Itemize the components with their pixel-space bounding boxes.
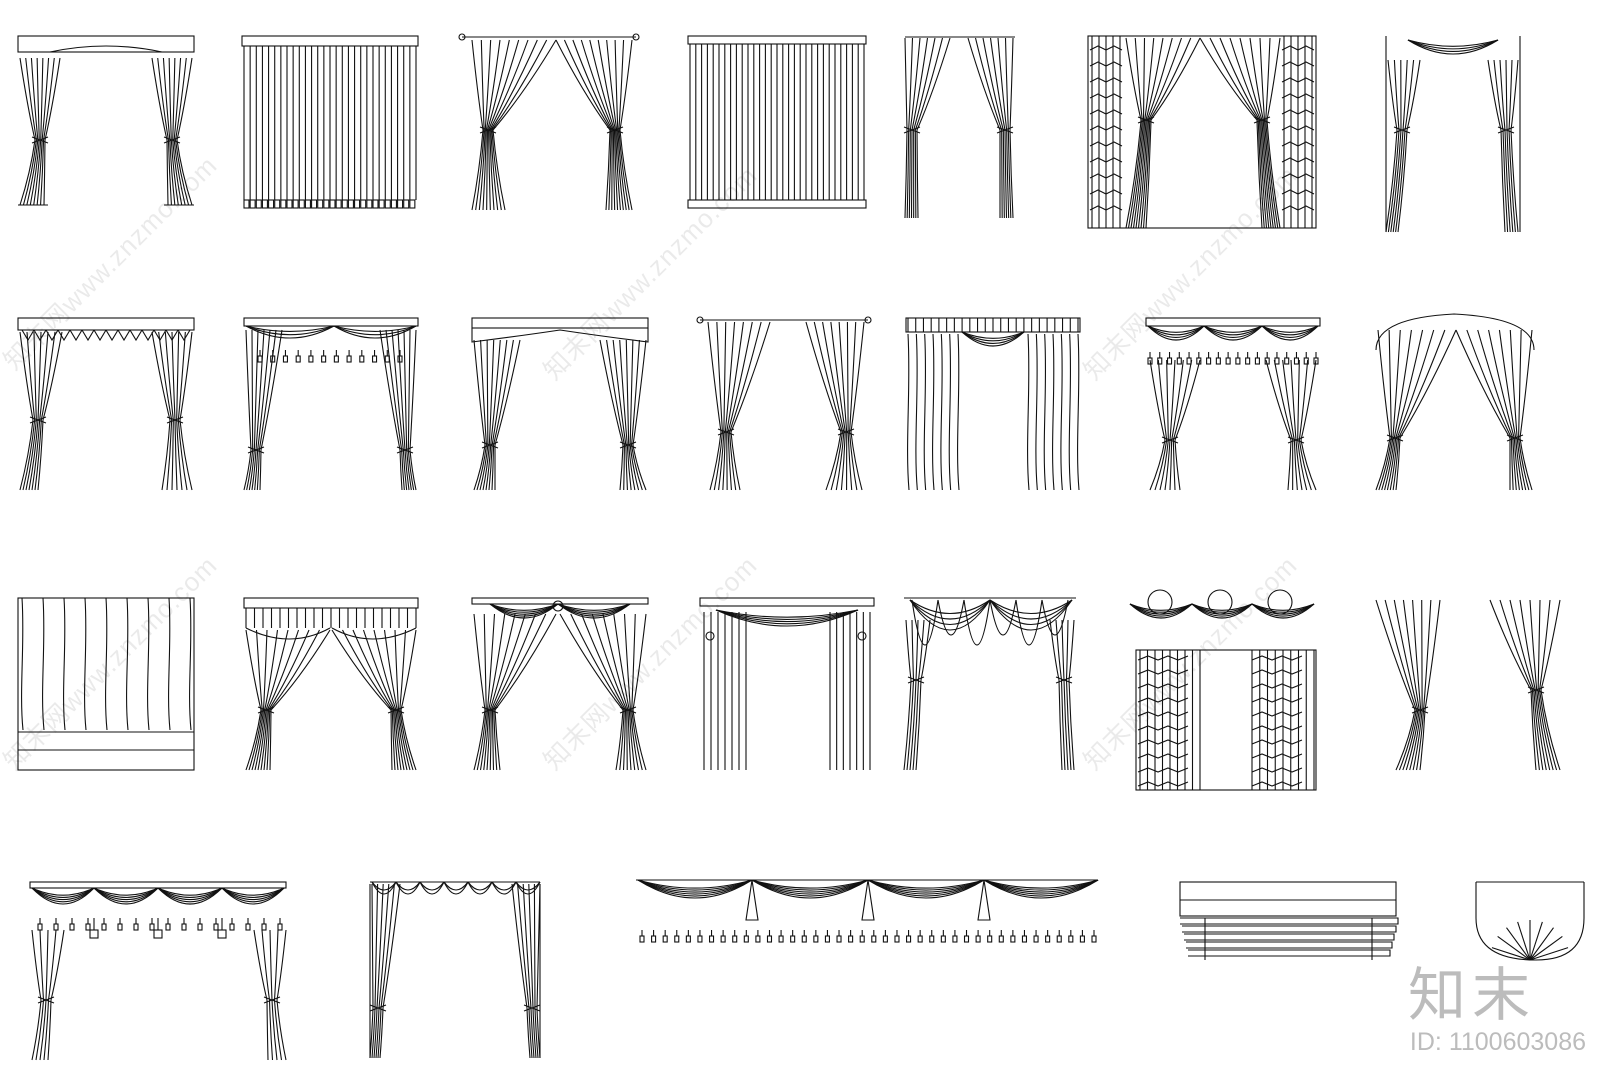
shaped-pelmet-curtain (471, 317, 649, 491)
folded-roman-shade (1179, 881, 1399, 960)
rod-tieback-curtain (458, 33, 640, 211)
vertical-blind (241, 35, 419, 209)
pole-tieback-curtain (696, 316, 872, 491)
fringe-swag-valance (636, 879, 1099, 943)
box-pleat-valance-curtain (17, 317, 195, 491)
austrian-balloon-curtain (29, 881, 287, 1061)
festoon-valance-curtain (1145, 317, 1321, 491)
znzmo-logo: 知末 (1408, 961, 1537, 1029)
center-swag-curtain (699, 597, 875, 770)
pelmet-tieback-curtain (243, 597, 419, 771)
patterned-sheer-curtain (1087, 35, 1317, 229)
fan-valance (1475, 881, 1585, 961)
patterned-swag-curtain (1129, 589, 1317, 791)
cascade-swag-curtain (903, 597, 1076, 771)
image-id-label: ID: 1100603086 (1409, 1028, 1586, 1056)
arched-tieback-curtain (1375, 313, 1535, 491)
swag-tassel-valance-curtain (243, 317, 419, 491)
pair-tieback-panels (1375, 599, 1561, 771)
swag-medallion-curtain (471, 597, 649, 771)
scalloped-valance-curtain (369, 881, 541, 1059)
swag-jabot-curtain (1385, 36, 1521, 233)
pleated-valance-swag-curtain (905, 317, 1081, 491)
valance-tieback-curtain (17, 35, 195, 206)
roman-shade (17, 597, 195, 771)
rod-narrow-curtain (903, 36, 1015, 219)
vertical-blind-wide (687, 35, 867, 209)
